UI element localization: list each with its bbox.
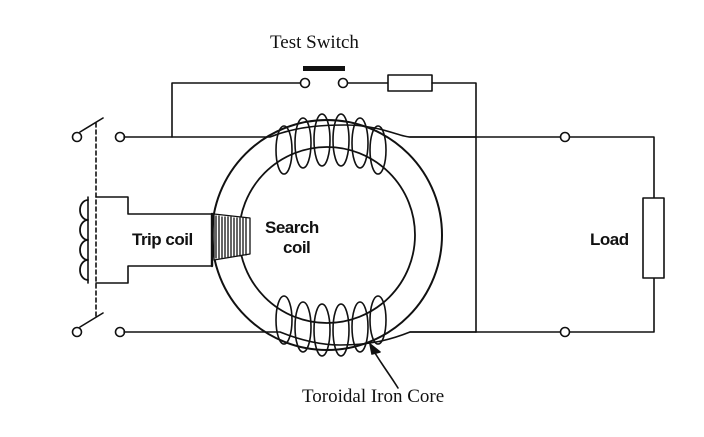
- search-coil-winding: [210, 212, 251, 268]
- lower-line: [123, 331, 561, 346]
- search-coil-label-line1: Search: [265, 218, 319, 237]
- primary-winding-bottom: [275, 295, 387, 357]
- primary-winding-top: [275, 113, 387, 175]
- test-switch-label: Test Switch: [270, 32, 359, 53]
- core-pointer-arrow: [371, 347, 399, 389]
- upper-line: [123, 124, 561, 138]
- resistor: [387, 74, 433, 92]
- toroidal-core-label: Toroidal Iron Core: [302, 386, 445, 407]
- load-label: Load: [590, 230, 629, 249]
- circuit-breaker: [71, 117, 213, 338]
- test-switch-branch: [171, 66, 477, 333]
- trip-coil-label: Trip coil: [132, 230, 193, 249]
- test-switch-bar: [303, 66, 345, 71]
- load-resistor: [642, 197, 665, 279]
- search-coil-label-line2: coil: [283, 238, 311, 257]
